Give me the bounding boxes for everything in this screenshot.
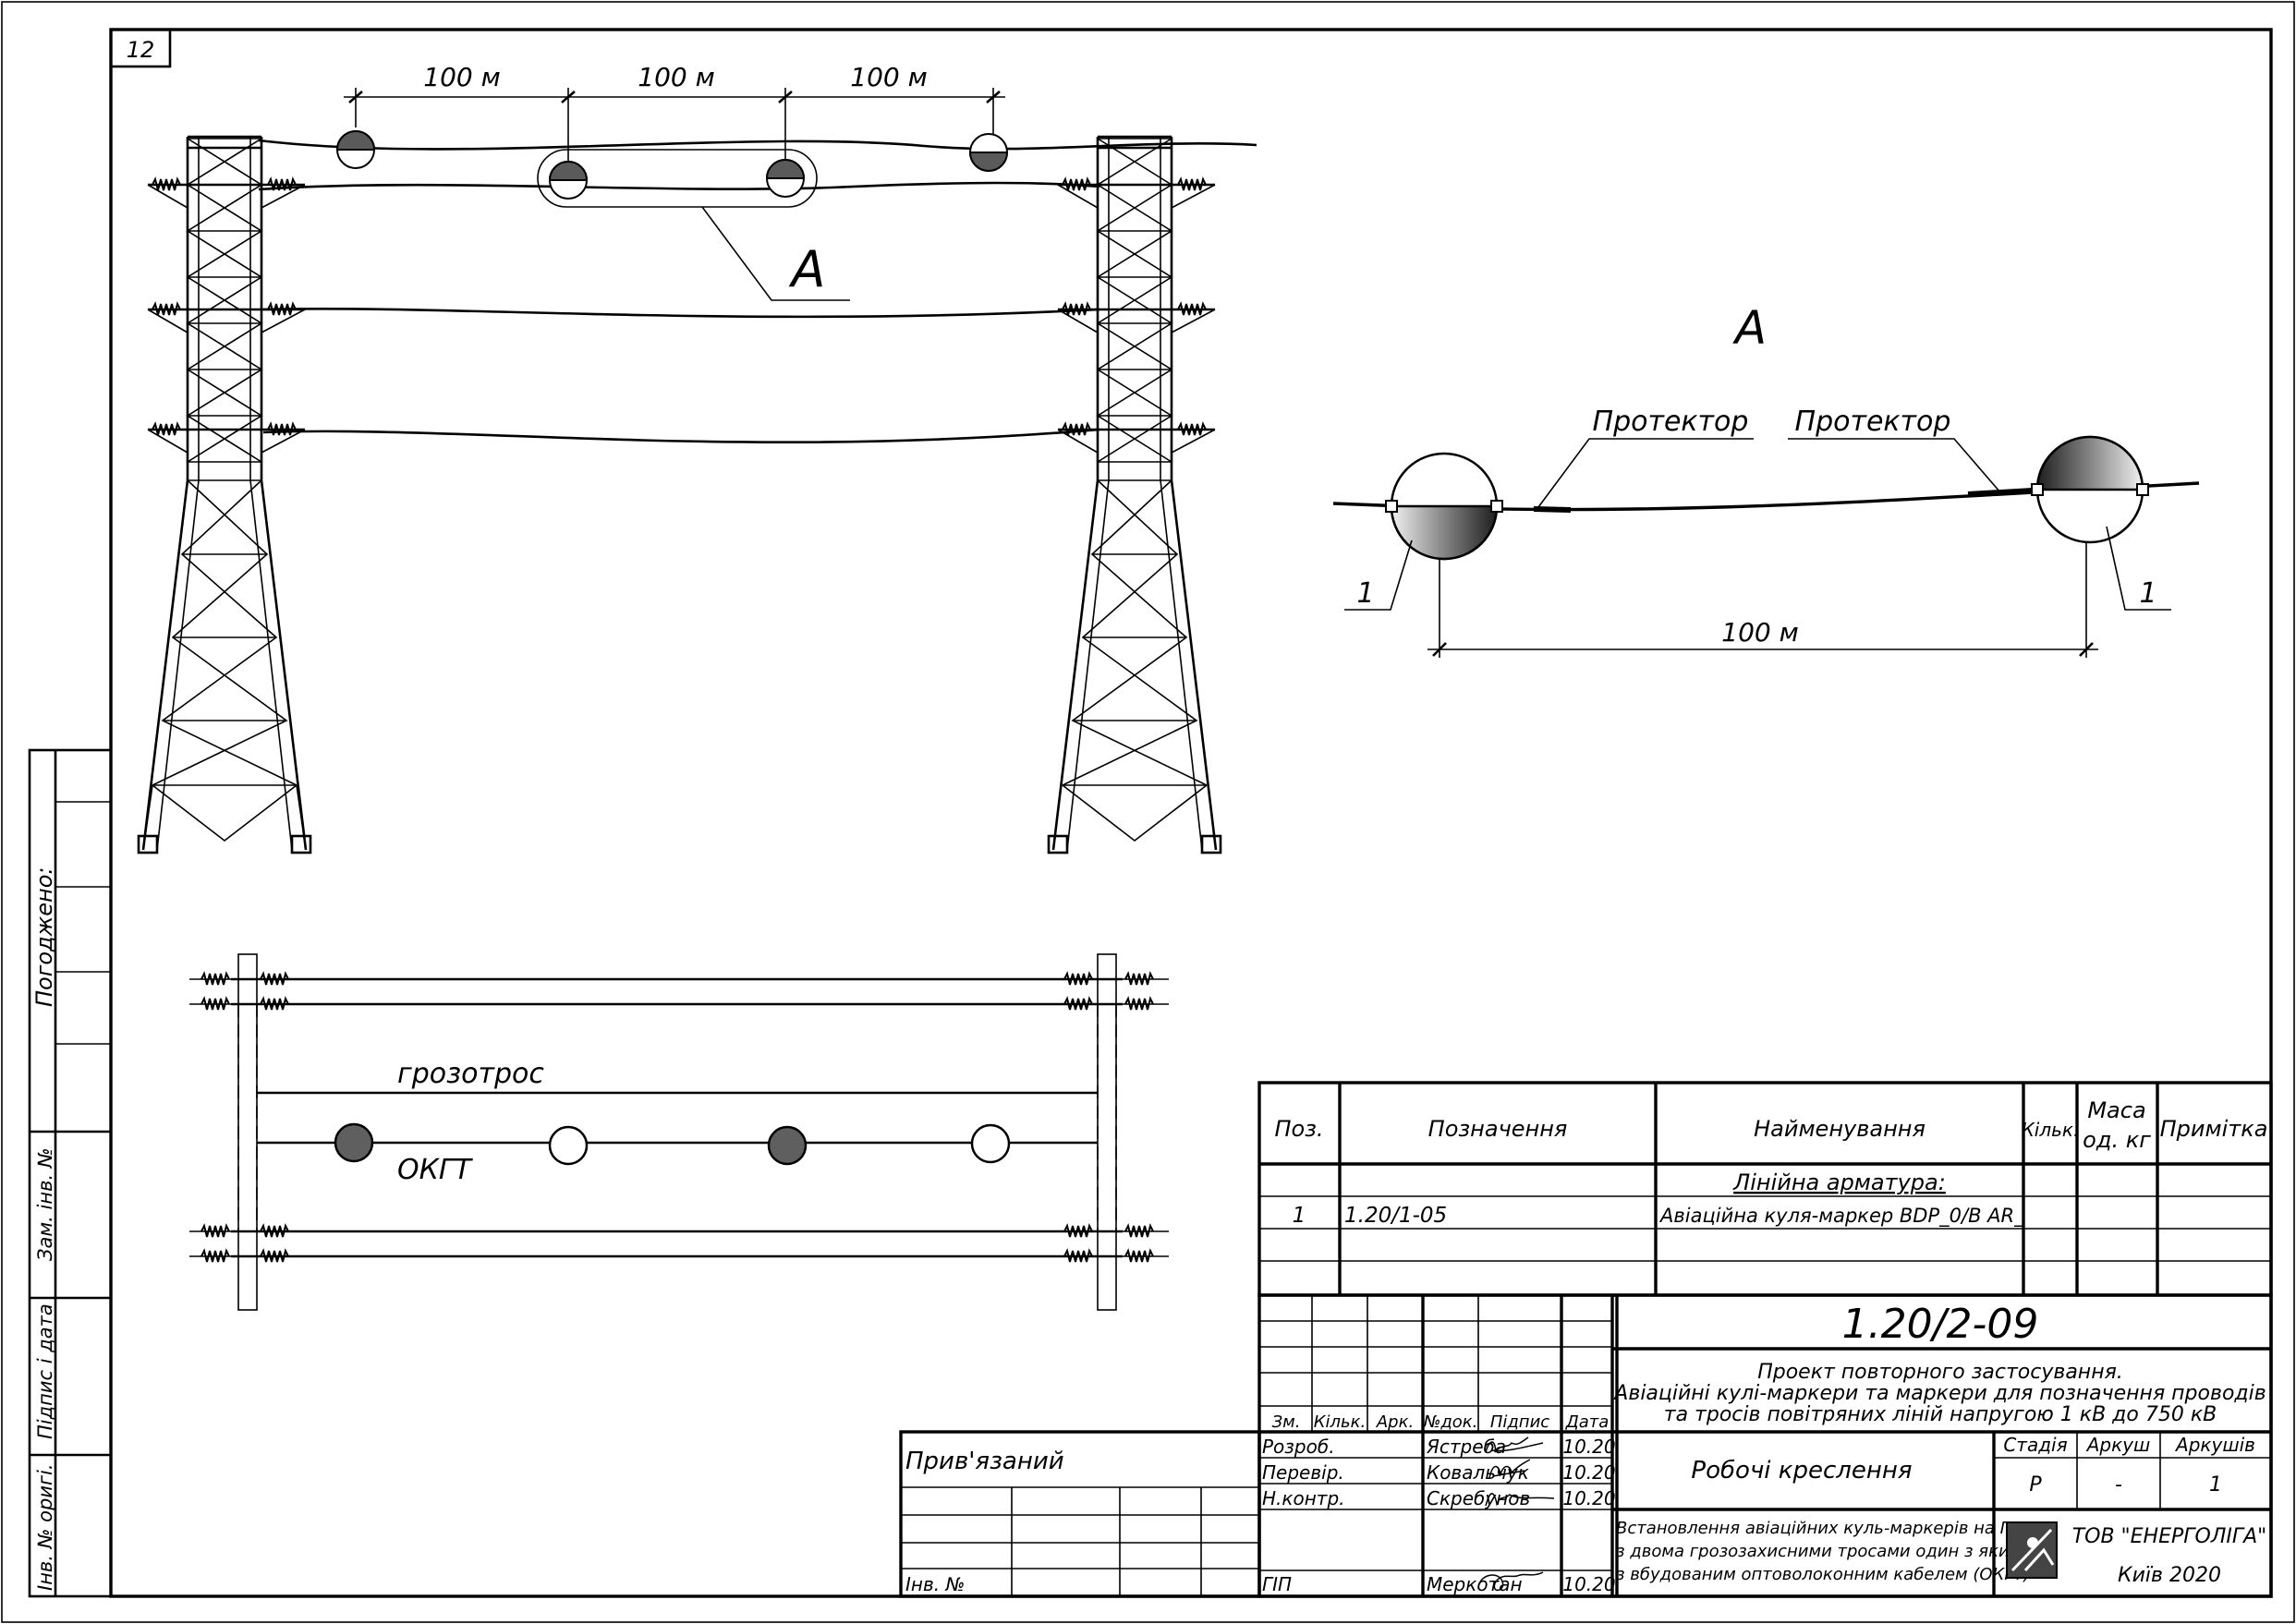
stage-value: Р [2029,1473,2042,1497]
spec-h-mass-1: Маса [2087,1097,2145,1123]
conductor-1 [262,308,1100,319]
elevation-dimensions: 100 м 100 м 100 м [344,62,1005,162]
date-3: 10.20 [1562,1487,1615,1509]
side-replace-inv: Зам. інв. № [34,1147,56,1261]
sheets-value: 1 [2209,1473,2222,1497]
spec-h-note: Примітка [2160,1116,2268,1142]
spec-h-name: Найменування [1754,1116,1925,1142]
city-year: Київ 2020 [2118,1564,2221,1587]
spec-row-designation: 1.20/1-05 [1344,1204,1447,1228]
opgw-wire [258,181,1100,191]
spec-row-name: Авіаційна куля-маркер BDP_0/B AR_ [1658,1205,2024,1228]
bound-label: Прив'язаний [905,1448,1064,1475]
detail-title: A [1732,301,1767,355]
date-1: 10.20 [1562,1436,1615,1458]
company-name: ТОВ "ЕНЕРГОЛІГА" [2072,1525,2267,1548]
date-2: 10.20 [1562,1461,1615,1484]
signature-2 [1488,1459,1531,1479]
right-tower [1047,135,1222,854]
project-line-2: Авіаційні кулі-маркери та маркери для по… [1612,1382,2266,1405]
rev-h-5: Підпис [1490,1412,1549,1432]
plan-marker-1 [334,1122,374,1163]
elevation-view: A 100 м 100 м 100 м [137,62,1257,854]
sheet-header: Аркуш [2085,1434,2151,1456]
side-agreed: Погоджено: [31,867,57,1007]
sheet-number: 12 [127,37,155,63]
left-tower [137,135,312,854]
side-sign-date: Підпис і дата [34,1303,56,1439]
detail-dim-label: 100 м [1721,617,1798,648]
dim-label-2: 100 м [638,62,714,92]
role-4: ГІП [1262,1573,1292,1595]
ground-wire [258,139,1257,151]
dim-label-1: 100 м [423,62,500,92]
side-stamp: Погоджено: Зам. інв. № Підпис і дата Інв… [28,748,113,1598]
project-line-1: Проект повторного застосування. [1757,1361,2123,1384]
opgw-label: ОКГТ [397,1154,474,1186]
company-logo [2006,1521,2058,1579]
callout-loop [537,149,818,208]
protector-label-2: Протектор [1795,406,1951,438]
drawing-code: 1.20/2-09 [1842,1301,2039,1348]
position-label-right: 1 [2139,577,2156,610]
signature-1 [1485,1436,1544,1453]
stage-header: Стадія [2003,1434,2067,1456]
rev-h-6: Дата [1565,1412,1610,1432]
project-line-3: та тросів повітряних ліній напругою 1 кВ… [1664,1403,2217,1426]
rev-h-4: №док. [1423,1412,1478,1432]
drawing-title-1: Встановлення авіаційних куль-маркерів на… [1616,1519,2025,1538]
role-1: Розроб. [1262,1436,1335,1458]
spec-h-mass-2: од. кг [2083,1127,2151,1153]
elevation-markers [335,130,1009,200]
spec-section: Лінійна арматура: [1732,1170,1946,1195]
conductor-2 [262,428,1100,443]
drawing-title-3: з вбудованим оптоволоконним кабелем (ОКГ… [1616,1565,2030,1584]
position-label-left: 1 [1356,577,1374,610]
title-block: Зм. Кільк. Арк. №док. Підпис Дата Розроб… [1257,1293,2273,1598]
spec-row-pos: 1 [1293,1204,1306,1228]
plan-marker-3 [767,1125,808,1166]
name-1: Ястреба [1426,1436,1506,1458]
rev-h-3: Арк. [1376,1412,1414,1432]
detail-a: A Протектор Протектор 1 1 100 м [1332,301,2200,658]
role-2: Перевір. [1262,1461,1344,1484]
inv-no-label: Інв. № [905,1573,965,1595]
bound-block: Прив'язаний Інв. № [899,1430,1261,1598]
spec-h-qty: Кільк. [2022,1119,2080,1141]
drawing-title-2: з двома грозозахисними тросами один з як… [1616,1542,2020,1561]
sheet-number-box [109,28,172,68]
dim-label-3: 100 м [850,62,927,92]
role-3: Н.контр. [1262,1487,1345,1509]
ground-wire-label: грозотрос [397,1058,544,1090]
plan-marker-2 [548,1125,589,1166]
signature-3 [1485,1493,1555,1507]
sheet-value: - [2115,1473,2122,1497]
spec-h-designation: Позначення [1428,1116,1568,1142]
callout-label: A [789,240,826,298]
sheets-header: Аркушів [2174,1434,2255,1456]
signature-4 [1477,1571,1544,1592]
plan-view: грозотрос ОКГТ [189,953,1169,1311]
protector-label-1: Протектор [1593,406,1749,438]
side-inv-orig: Інв. № оригі. [34,1463,56,1591]
spec-table: Поз. Позначення Найменування Кільк. Маса… [1257,1081,2273,1297]
doc-type: Робочі креслення [1691,1457,1912,1485]
name-3: Скребунов [1427,1487,1530,1509]
spec-h-pos: Поз. [1274,1116,1323,1142]
rev-h-2: Кільк. [1314,1412,1367,1432]
plan-marker-4 [970,1123,1011,1164]
rev-h-1: Зм. [1272,1412,1301,1432]
date-4: 10.20 [1562,1573,1615,1595]
